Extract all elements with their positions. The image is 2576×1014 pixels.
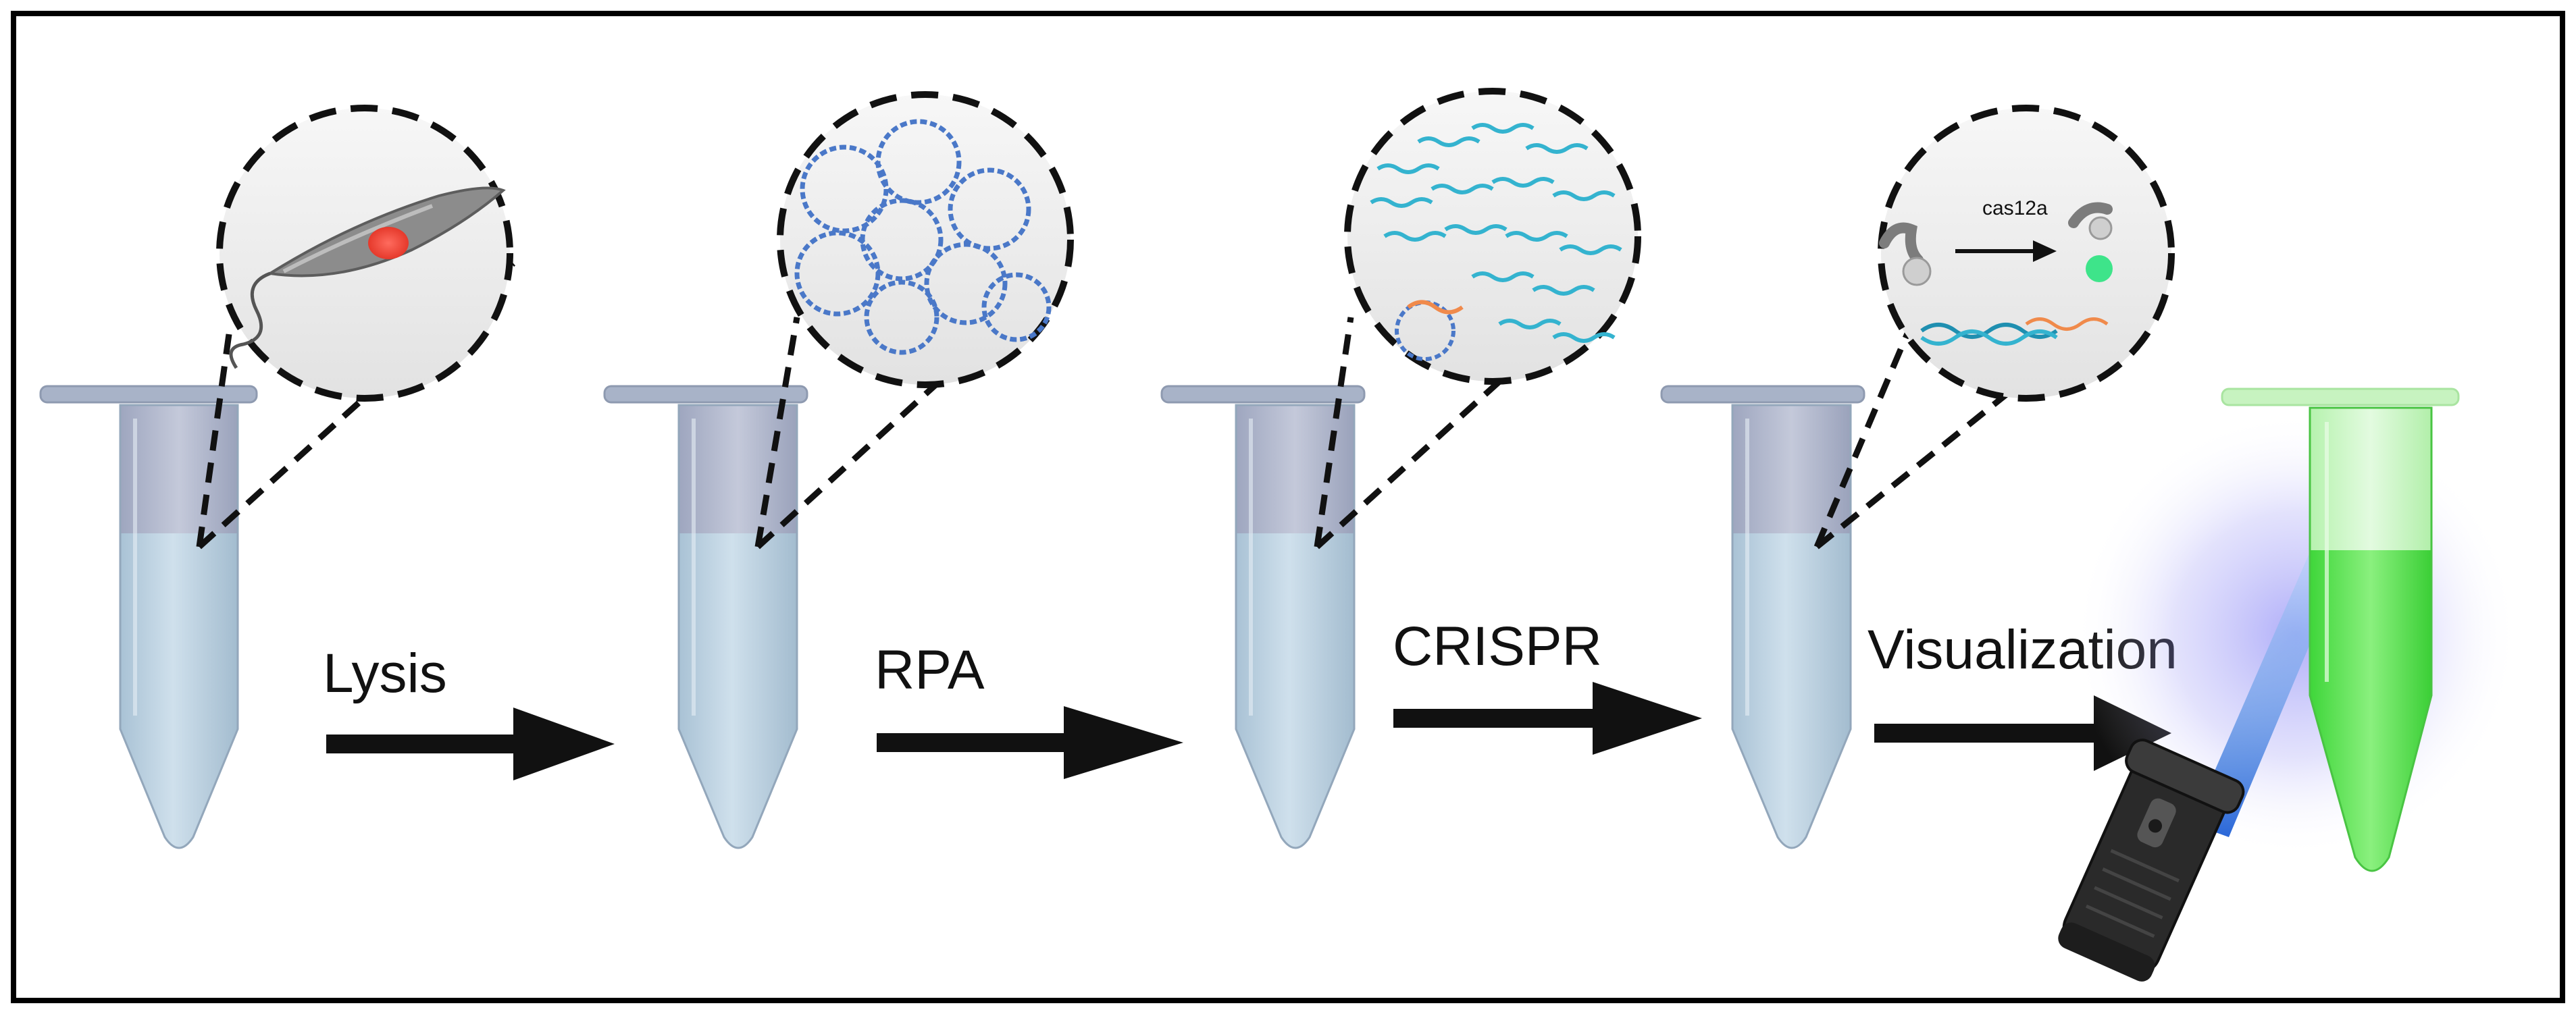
step-crispr: CRISPR	[1393, 616, 1702, 755]
circular-dna-icon	[794, 119, 1052, 355]
arrow-shaft-rpa	[877, 733, 1076, 752]
amplicon-icon	[1370, 123, 1622, 343]
arrow-head-lysis	[513, 708, 615, 780]
target-dna-icon	[1920, 317, 2109, 346]
light-beam	[2192, 555, 2342, 837]
step-label-lysis: Lysis	[323, 643, 447, 704]
arrow-head-crispr	[1593, 682, 1702, 755]
tube-2	[603, 385, 808, 849]
magnifier-1	[196, 105, 516, 550]
magnifier-2	[754, 91, 1074, 550]
reporter-icon	[1879, 202, 2113, 286]
arrow-shaft-lysis	[326, 735, 525, 753]
step-label-crispr: CRISPR	[1393, 616, 1602, 677]
cleavage-arrowhead	[2033, 240, 2057, 262]
arrow-shaft-visualization	[1874, 724, 2104, 743]
enzyme-label: cas12a	[1982, 197, 2048, 219]
arrow-head-rpa	[1064, 706, 1183, 779]
tube-4	[1660, 385, 1865, 849]
step-rpa: RPA	[875, 639, 1183, 779]
step-label-rpa: RPA	[875, 639, 985, 701]
parasite-icon	[229, 186, 506, 369]
crrna-icon	[1407, 300, 1464, 315]
magnifier-4: cas12a	[1813, 105, 2175, 550]
arrow-shaft-crispr	[1393, 709, 1604, 728]
flashlight-icon	[2058, 739, 2245, 982]
magnifier-3	[1314, 88, 1641, 550]
positive-tube	[2221, 388, 2460, 872]
step-lysis: Lysis	[323, 643, 615, 780]
tube-3	[1160, 385, 1366, 849]
